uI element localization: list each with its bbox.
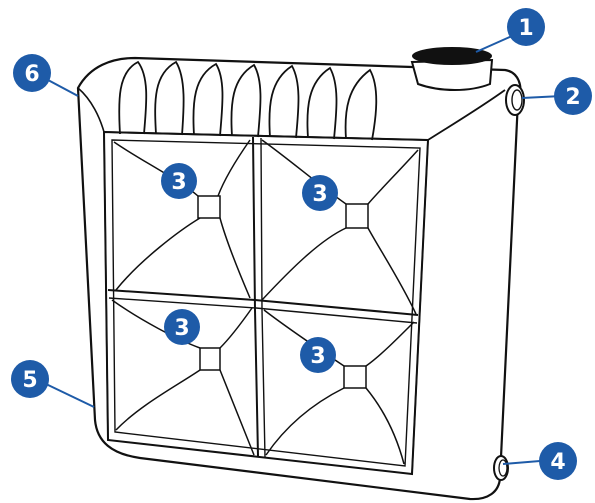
panel-ribs bbox=[111, 139, 419, 465]
marker-label: 3 bbox=[310, 344, 325, 369]
marker-3-bottom-left: 3 bbox=[164, 309, 200, 345]
marker-label: 5 bbox=[22, 368, 37, 393]
marker-label: 3 bbox=[312, 182, 327, 207]
marker-badge bbox=[539, 442, 577, 480]
leader-5 bbox=[45, 383, 95, 408]
marker-5: 5 bbox=[11, 360, 49, 398]
marker-label: 6 bbox=[24, 62, 39, 87]
panel-frame-inner bbox=[111, 139, 421, 467]
marker-6: 6 bbox=[13, 54, 51, 92]
bottom-outlet bbox=[493, 455, 509, 481]
marker-label: 4 bbox=[550, 450, 565, 475]
marker-label: 3 bbox=[174, 316, 189, 341]
panel-grid bbox=[102, 130, 430, 476]
marker-3-top-left: 3 bbox=[161, 163, 197, 199]
panel-divider-horizontal bbox=[107, 289, 419, 316]
panel-divider-vertical bbox=[252, 136, 259, 457]
marker-3-top-right: 3 bbox=[302, 175, 338, 211]
panel-frame-outer bbox=[102, 130, 430, 476]
marker-badge bbox=[13, 54, 51, 92]
marker-label: 1 bbox=[518, 16, 533, 41]
top-ribs bbox=[118, 60, 378, 141]
marker-3-bottom-right: 3 bbox=[300, 337, 336, 373]
marker-badge bbox=[554, 77, 592, 115]
filler-cap bbox=[410, 47, 494, 91]
marker-badge bbox=[11, 360, 49, 398]
marker-badge bbox=[164, 309, 200, 345]
side-outlet-upper bbox=[505, 84, 525, 116]
tank-shoulder-line bbox=[103, 89, 506, 141]
marker-badge bbox=[302, 175, 338, 211]
leader-6 bbox=[47, 79, 79, 97]
marker-label: 2 bbox=[565, 85, 580, 110]
leader-1 bbox=[475, 35, 513, 53]
marker-1: 1 bbox=[507, 8, 545, 46]
marker-label: 3 bbox=[171, 170, 186, 195]
marker-4: 4 bbox=[539, 442, 577, 480]
marker-badge bbox=[161, 163, 197, 199]
marker-badge bbox=[300, 337, 336, 373]
marker-badge bbox=[507, 8, 545, 46]
marker-2: 2 bbox=[554, 77, 592, 115]
leader-4 bbox=[502, 460, 541, 465]
